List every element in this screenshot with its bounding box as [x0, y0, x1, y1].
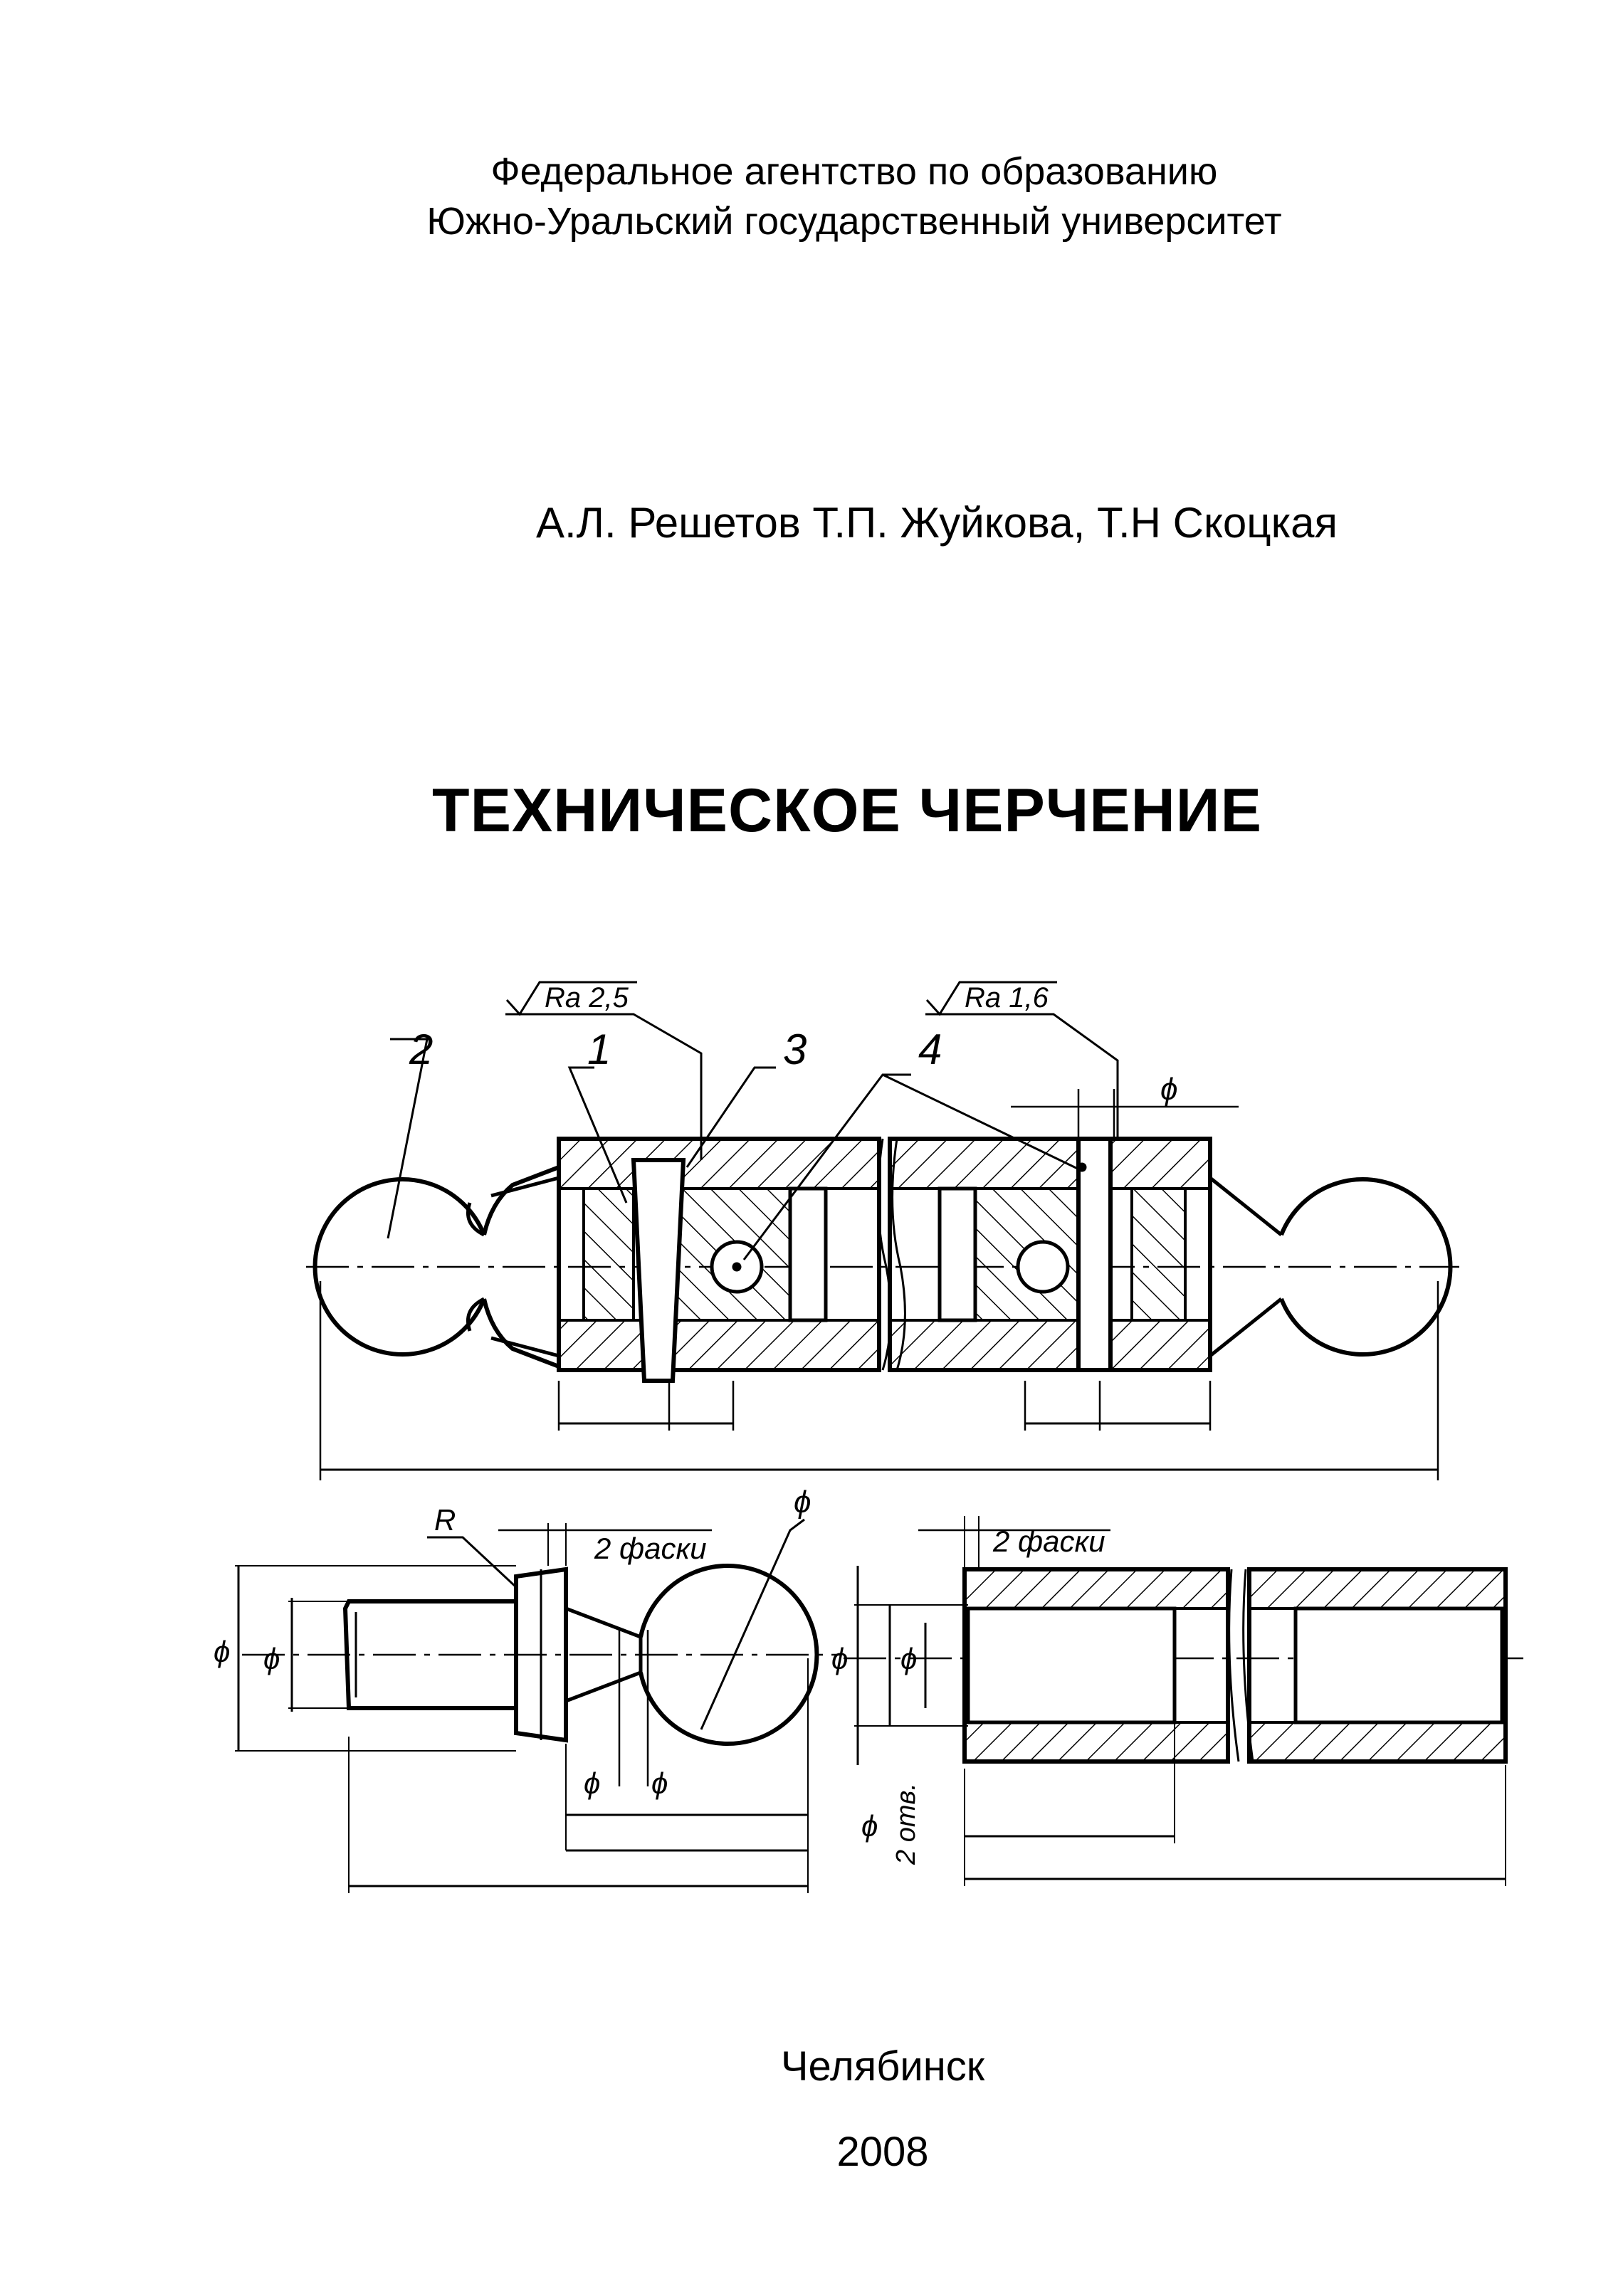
- straight-pin: [1076, 1137, 1113, 1372]
- phi-label-sleeve-outer: ϕ: [831, 1642, 848, 1675]
- phi-label-sleeve-inner: ϕ: [900, 1642, 917, 1675]
- threaded-shank: [342, 1599, 518, 1710]
- phi-label-ball: ϕ: [794, 1485, 811, 1520]
- ball-head: [639, 1564, 819, 1746]
- chamfer-label-2: 2 фаски: [992, 1524, 1105, 1558]
- phi-label-neck-2: ϕ: [651, 1766, 668, 1800]
- right-ball-outline: [1279, 1177, 1453, 1357]
- roughness-label-1: Ra 2,5: [545, 982, 629, 1013]
- ball-stud-view: [235, 1518, 840, 1893]
- callout-2: 2: [409, 1026, 433, 1073]
- ball-stud-labels: R 2 фаски ϕ ϕ ϕ ϕ ϕ: [214, 1485, 811, 1800]
- chamfer-label-1: 2 фаски: [594, 1532, 707, 1565]
- left-ball-outline: [312, 1177, 486, 1357]
- phi-label-outer: ϕ: [214, 1635, 230, 1668]
- document-title: ТЕХНИЧЕСКОЕ ЧЕРЧЕНИЕ: [432, 776, 1262, 845]
- phi-label-neck-1: ϕ: [584, 1766, 600, 1800]
- roughness-label-2: Ra 1,6: [965, 982, 1049, 1013]
- callout-4: 4: [918, 1026, 942, 1073]
- assembly-view: [306, 981, 1459, 1480]
- radius-label: R: [434, 1503, 456, 1537]
- year-line: 2008: [836, 2129, 929, 2175]
- phi-label-thread: ϕ: [263, 1642, 280, 1675]
- authors-line: А.Л. Решетов Т.П. Жуйкова, Т.Н Скоцкая: [535, 499, 1338, 547]
- sleeve-view: [844, 1516, 1523, 1886]
- phi-label-assembly: ϕ: [1160, 1072, 1177, 1107]
- organization-line: Федеральное агентство по образованию: [490, 150, 1218, 193]
- city-line: Челябинск: [780, 2043, 985, 2090]
- assembly-labels: Ra 2,5 Ra 1,6 2 1 3 4 ϕ: [409, 982, 1177, 1107]
- collar: [514, 1566, 568, 1743]
- callout-1: 1: [587, 1026, 611, 1073]
- university-line: Южно-Уральский государственный университ…: [426, 200, 1282, 243]
- holes-label: 2 отв.: [891, 1783, 921, 1865]
- callout-3: 3: [783, 1026, 807, 1073]
- phi-label-holes: ϕ: [861, 1809, 878, 1843]
- taper-pin: [631, 1158, 686, 1383]
- sleeve-labels: 2 фаски ϕ ϕ ϕ 2 отв.: [831, 1524, 1105, 1865]
